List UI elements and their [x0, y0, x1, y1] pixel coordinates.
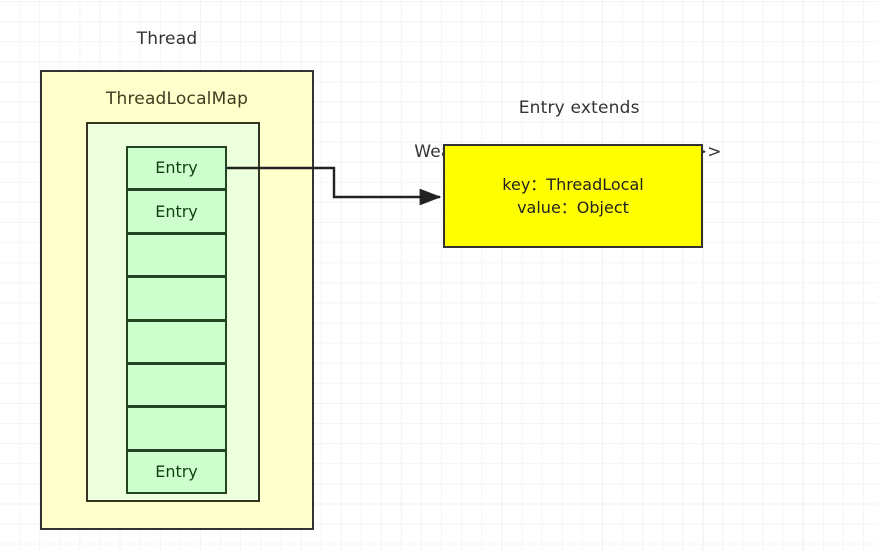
entry-cell-label: Entry	[155, 461, 198, 481]
entry-cell[interactable]	[126, 232, 227, 278]
entry-cell-label: Entry	[155, 201, 198, 221]
entry-cell[interactable]: Entry	[126, 146, 227, 191]
entry-title-line-1: Entry extends	[518, 98, 640, 118]
entry-cell[interactable]	[126, 276, 227, 321]
entry-cell-label: Entry	[155, 158, 198, 178]
thread-label: Thread	[136, 29, 198, 49]
entry-detail-box: key：ThreadLocal value：Object	[443, 144, 703, 248]
entry-cell[interactable]: Entry	[126, 449, 227, 494]
entry-cell[interactable]	[126, 406, 227, 451]
entry-table: Entry Entry Entry	[126, 146, 227, 494]
entry-cell[interactable]	[126, 362, 227, 408]
entry-value-line: value：Object	[517, 198, 629, 217]
threadlocalmap-label: ThreadLocalMap	[105, 89, 249, 109]
entry-cell[interactable]: Entry	[126, 189, 227, 234]
entry-cell[interactable]	[126, 319, 227, 364]
entry-key-line: key：ThreadLocal	[502, 175, 644, 194]
